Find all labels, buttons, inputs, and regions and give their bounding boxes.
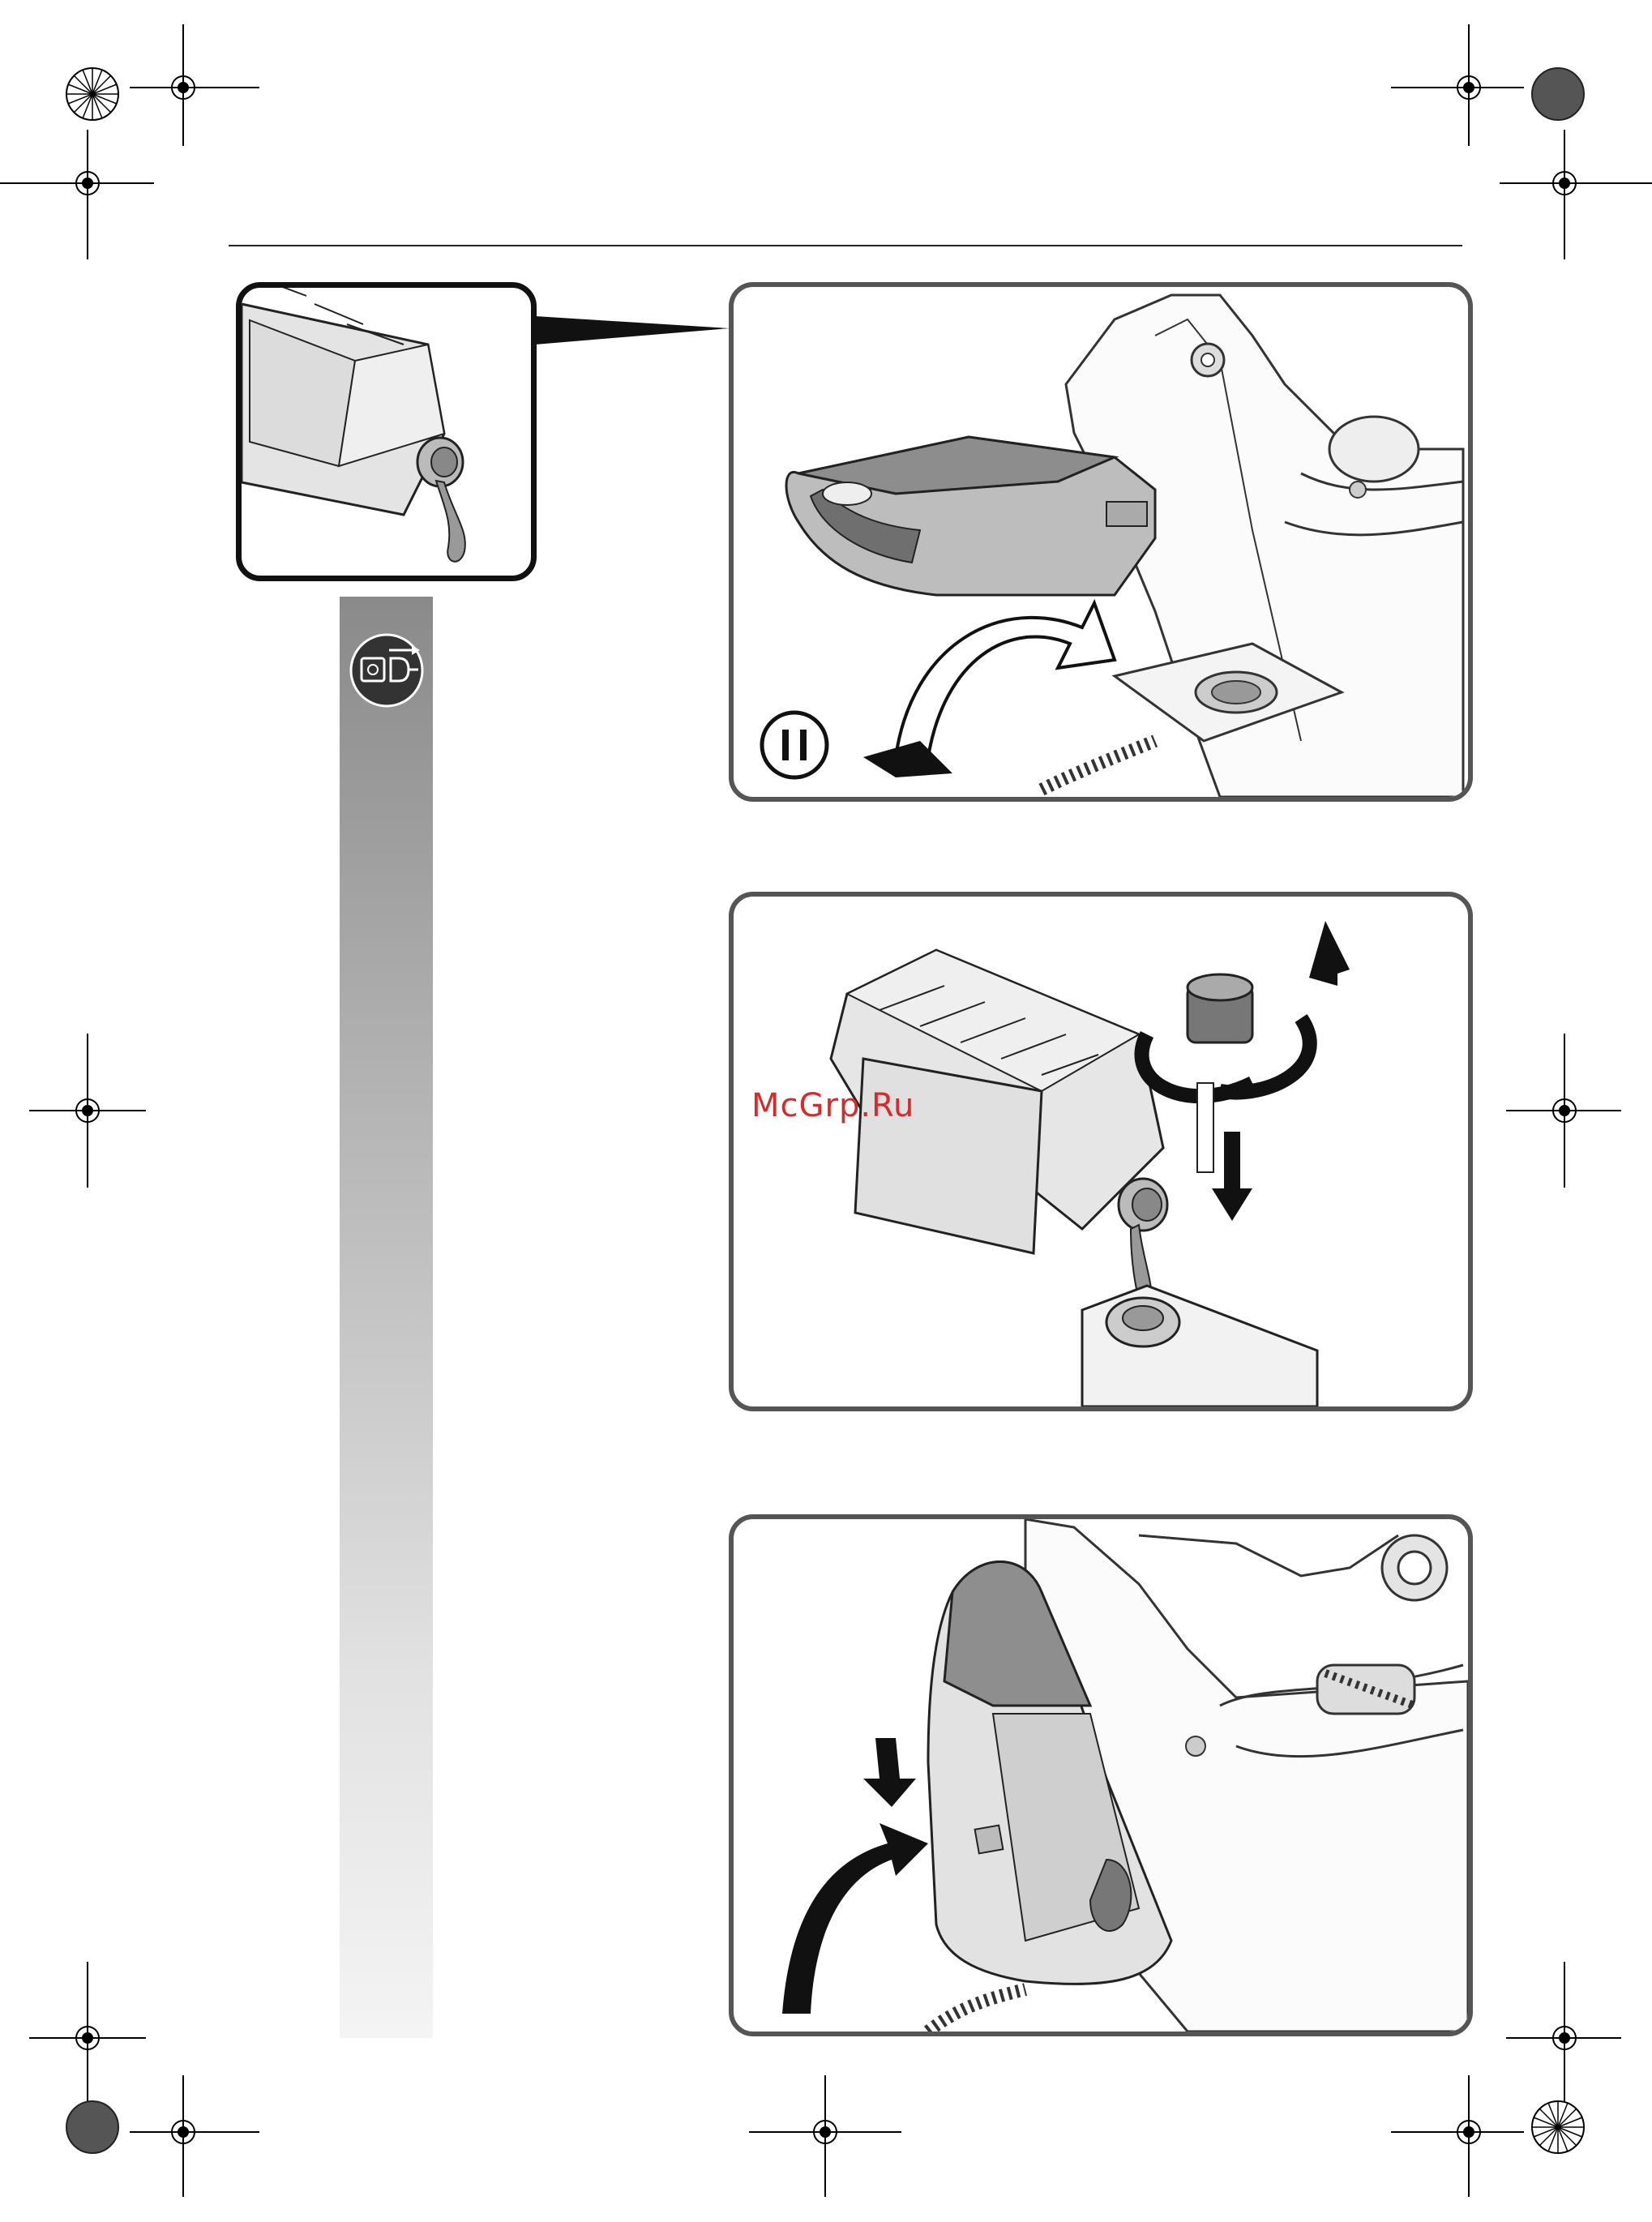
inset-pointer (535, 308, 730, 357)
unplug-power-icon (349, 632, 425, 709)
figure-reinsert-tank (729, 1514, 1473, 2036)
inset-panel (236, 282, 537, 581)
header-rule (229, 245, 1462, 246)
figure-tank-tilt-out (729, 282, 1473, 802)
sidebar-gradient (340, 597, 433, 2038)
refill-illustration (734, 897, 1468, 1406)
watermark-text: McGrp.Ru (751, 1087, 914, 1124)
reinsert-illustration (734, 1519, 1468, 2031)
bottle-drop-illustration (242, 288, 533, 580)
tank-tilt-illustration (734, 287, 1468, 797)
figure-refill-tank: McGrp.Ru (729, 892, 1473, 1411)
pause-icon (758, 709, 831, 781)
